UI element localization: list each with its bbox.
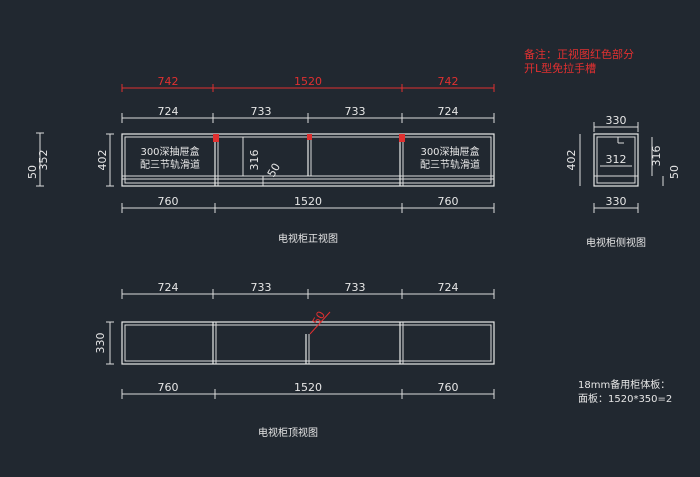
drawer-right-line-2: 配三节轨滑道 bbox=[420, 158, 480, 171]
drawer-left-line-2: 配三节轨滑道 bbox=[140, 158, 200, 171]
side-view: 330 312 402 316 50 330 电视柜侧视图 bbox=[565, 114, 681, 249]
top-view-bottom-dim-2: 1520 bbox=[294, 381, 322, 394]
front-view-title: 电视柜正视图 bbox=[278, 232, 338, 245]
handle-slot-3 bbox=[399, 134, 405, 142]
front-mid-base: 50 bbox=[265, 161, 283, 180]
front-bottom-dim-3: 760 bbox=[438, 195, 459, 208]
top-view: 724 733 733 724 50 330 bbox=[94, 281, 495, 439]
handle-slot-1 bbox=[213, 134, 219, 142]
top-view-left-dimension: 330 bbox=[94, 321, 114, 365]
front-red-dim-3: 742 bbox=[438, 75, 459, 88]
front-height: 402 bbox=[96, 150, 109, 171]
top-view-dim-4: 724 bbox=[438, 281, 459, 294]
top-view-bottom-dim-1: 760 bbox=[158, 381, 179, 394]
front-red-dim-2: 1520 bbox=[294, 75, 322, 88]
top-view-depth: 330 bbox=[94, 333, 107, 354]
material-line-1: 18mm备用柜体板： bbox=[578, 378, 670, 391]
top-view-dim-2: 733 bbox=[251, 281, 272, 294]
front-left-dimension: 402 352 50 bbox=[26, 132, 114, 187]
note: 备注：正视图红色部分 开L型免拉手槽 bbox=[524, 47, 634, 75]
front-mid-height: 316 bbox=[248, 150, 261, 171]
side-top-dim: 330 bbox=[606, 114, 627, 127]
front-bottom-dimension: 760 1520 760 bbox=[121, 195, 495, 213]
side-height: 402 bbox=[565, 150, 578, 171]
front-view: 742 1520 742 724 733 733 724 bbox=[26, 75, 495, 245]
top-view-top-dimension: 724 733 733 724 bbox=[121, 281, 495, 299]
side-inner-dim: 312 bbox=[606, 153, 627, 166]
drawer-right-line-1: 300深抽屉盒 bbox=[420, 145, 479, 158]
material-line-2: 面板：1520*350=2 bbox=[578, 392, 672, 405]
front-top-dim-1: 724 bbox=[158, 105, 179, 118]
top-view-bottom-dimension: 760 1520 760 bbox=[121, 381, 495, 399]
front-inner-height: 352 bbox=[37, 150, 50, 171]
note-line-2: 开L型免拉手槽 bbox=[524, 61, 596, 75]
side-right-base: 50 bbox=[668, 165, 681, 179]
drawer-left-line-1: 300深抽屉盒 bbox=[140, 145, 199, 158]
front-bottom-dim-1: 760 bbox=[158, 195, 179, 208]
side-right-height: 316 bbox=[650, 146, 663, 167]
note-line-1: 备注：正视图红色部分 bbox=[524, 47, 634, 61]
front-top-dim-4: 724 bbox=[438, 105, 459, 118]
top-view-title: 电视柜顶视图 bbox=[258, 426, 318, 439]
front-top-dimension: 724 733 733 724 bbox=[121, 105, 495, 123]
side-cabinet bbox=[593, 133, 639, 187]
handle-slot-2 bbox=[307, 134, 312, 140]
front-cabinet: 300深抽屉盒 配三节轨滑道 300深抽屉盒 配三节轨滑道 316 50 bbox=[121, 133, 495, 187]
top-view-slot-dim: 50 bbox=[310, 309, 328, 328]
material-note: 18mm备用柜体板： 面板：1520*350=2 bbox=[578, 378, 672, 405]
top-view-dim-3: 733 bbox=[345, 281, 366, 294]
top-view-dim-1: 724 bbox=[158, 281, 179, 294]
front-top-dim-2: 733 bbox=[251, 105, 272, 118]
top-view-bottom-dim-3: 760 bbox=[438, 381, 459, 394]
front-red-dim-1: 742 bbox=[158, 75, 179, 88]
front-red-dimension: 742 1520 742 bbox=[121, 75, 495, 92]
front-bottom-dim-2: 1520 bbox=[294, 195, 322, 208]
side-view-title: 电视柜侧视图 bbox=[586, 236, 646, 249]
side-bottom-dim: 330 bbox=[606, 195, 627, 208]
front-base-height: 50 bbox=[26, 165, 39, 179]
front-top-dim-3: 733 bbox=[345, 105, 366, 118]
top-view-cabinet: 50 bbox=[121, 309, 495, 365]
